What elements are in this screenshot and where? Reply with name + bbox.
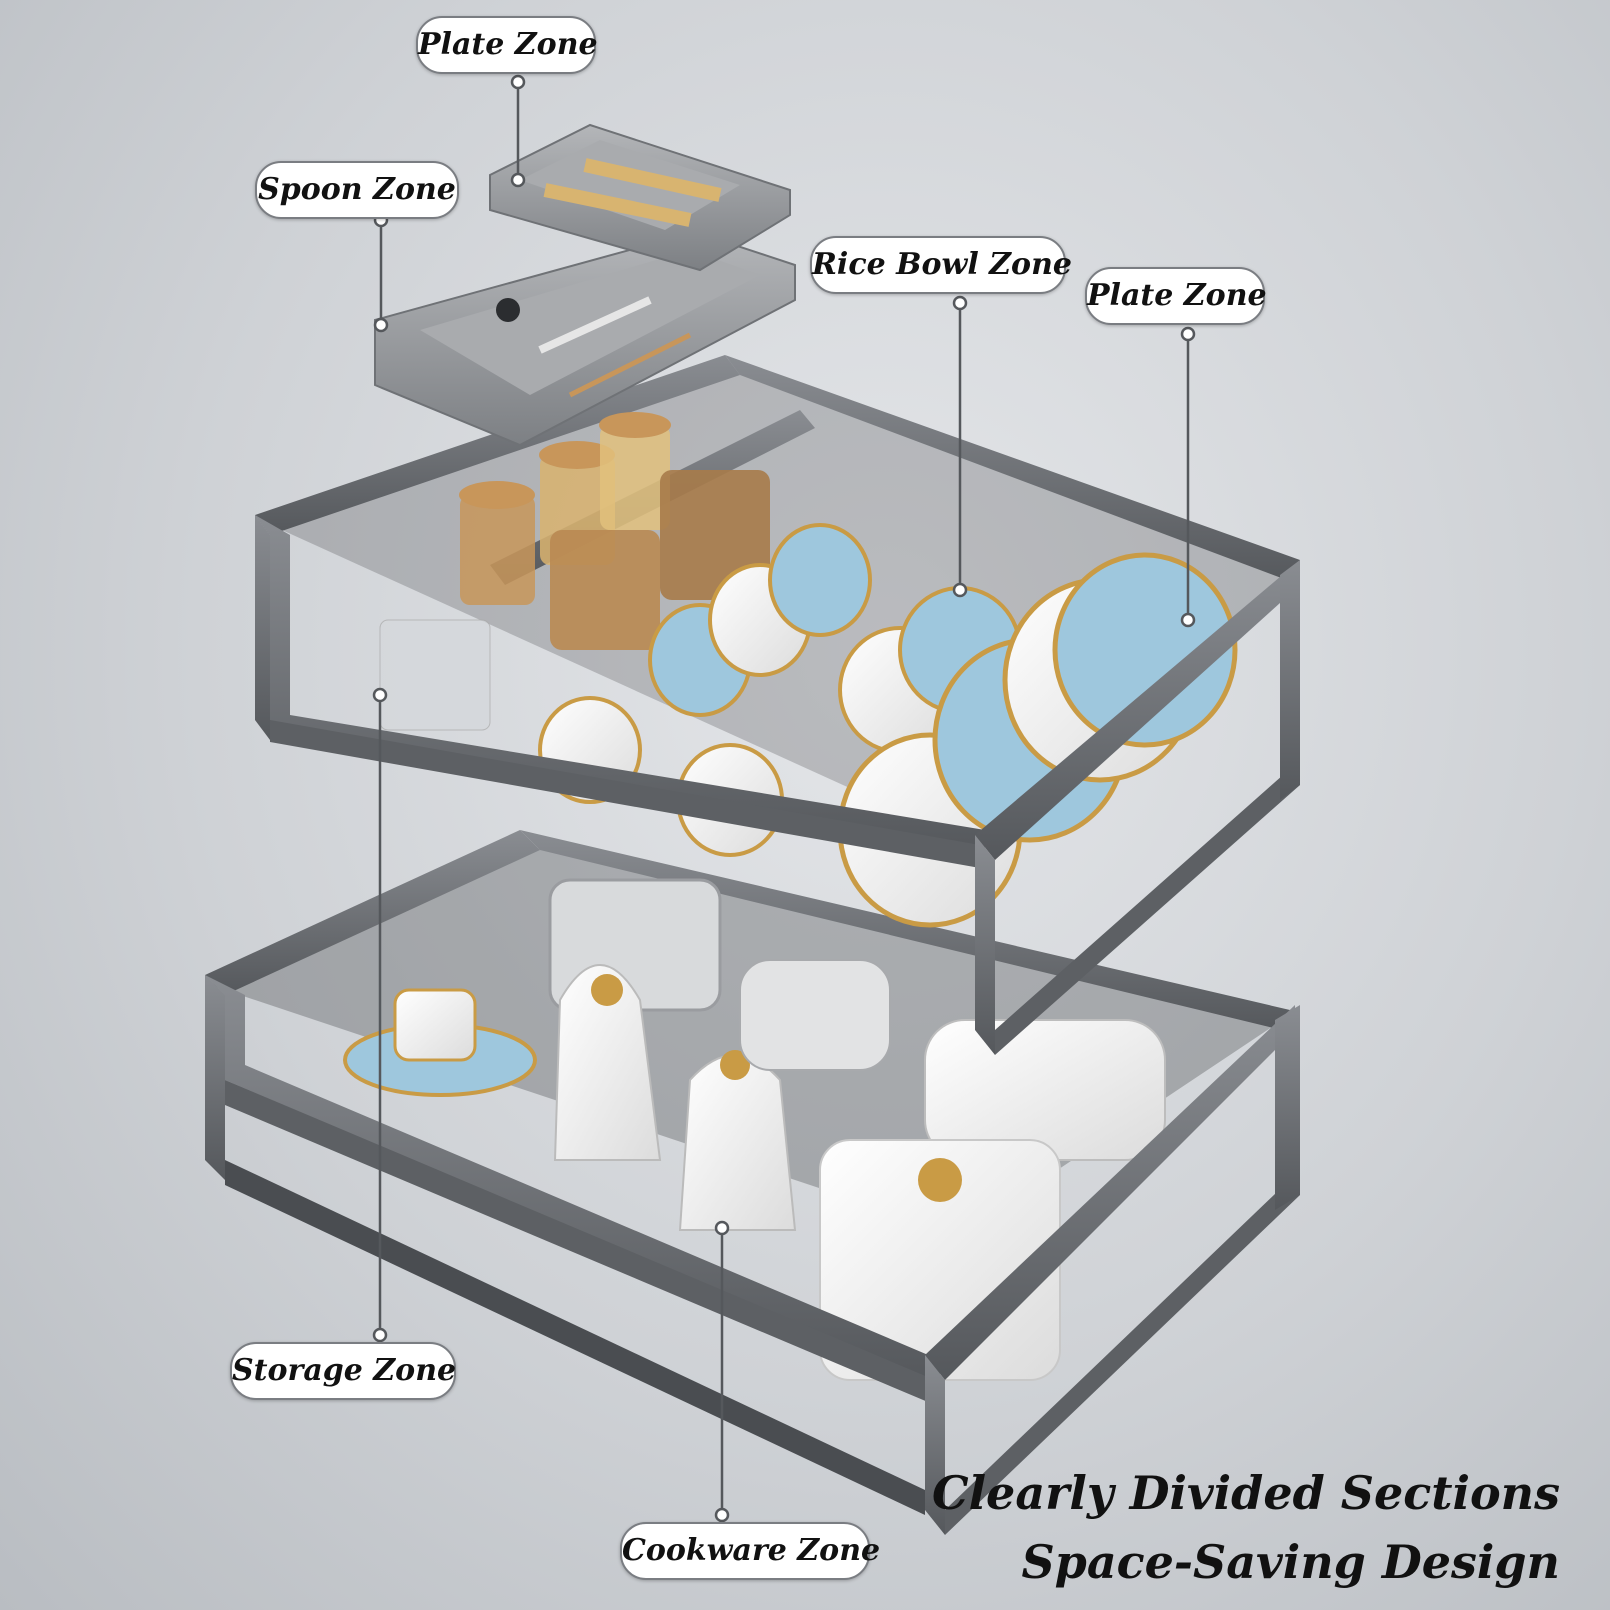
label-spoon-zone: Spoon Zone <box>255 161 459 219</box>
label-plate-zone-top: Plate Zone <box>416 16 598 74</box>
label-rice-bowl-zone: Rice Bowl Zone <box>810 236 1072 294</box>
label-cookware-zone: Cookware Zone <box>620 1522 880 1580</box>
label-plate-zone-right: Plate Zone <box>1085 267 1267 325</box>
upper-basket <box>255 355 1300 1055</box>
cookware-items <box>343 878 1166 1381</box>
label-storage-zone: Storage Zone <box>230 1342 456 1400</box>
tagline-line-2: Space-Saving Design <box>1021 1535 1560 1589</box>
tagline-line-1: Clearly Divided Sections <box>931 1466 1560 1520</box>
plate-tray-top <box>489 123 791 272</box>
cutlery-tray <box>374 230 796 447</box>
lower-basket <box>205 830 1300 1535</box>
